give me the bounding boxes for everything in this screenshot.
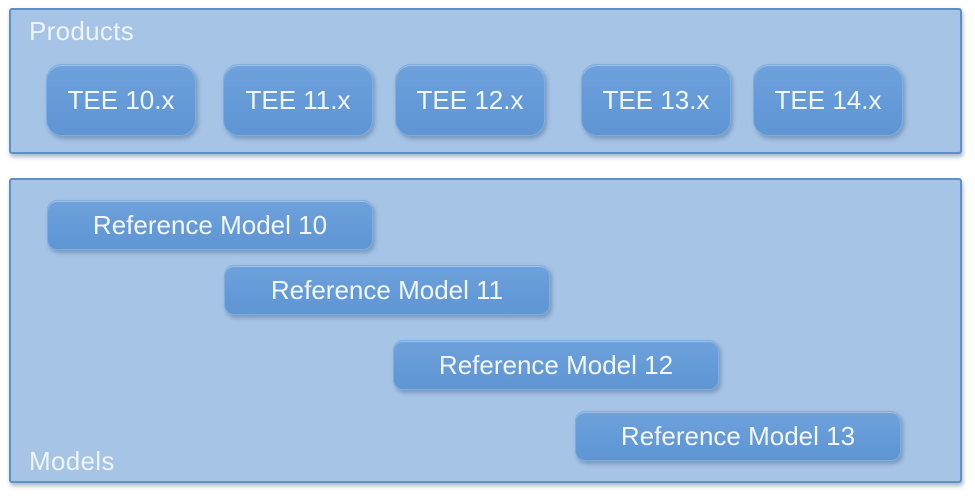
products-panel-label: Products [29, 16, 135, 46]
product-node-tee-10x[interactable]: TEE 10.x [46, 64, 196, 136]
product-node-tee-13x[interactable]: TEE 13.x [581, 64, 731, 136]
model-node-reference-model-13[interactable]: Reference Model 13 [575, 411, 901, 461]
products-panel: Products TEE 10.x TEE 11.x TEE 12.x TEE … [9, 8, 962, 154]
model-node-reference-model-12[interactable]: Reference Model 12 [393, 340, 719, 390]
model-node-reference-model-11[interactable]: Reference Model 11 [224, 265, 550, 315]
models-panel: Reference Model 10 Reference Model 11 Re… [9, 178, 962, 483]
product-node-tee-12x[interactable]: TEE 12.x [395, 64, 545, 136]
model-node-reference-model-10[interactable]: Reference Model 10 [47, 200, 373, 250]
models-panel-label: Models [29, 446, 115, 476]
product-node-tee-11x[interactable]: TEE 11.x [223, 64, 373, 136]
product-node-tee-14x[interactable]: TEE 14.x [753, 64, 903, 136]
